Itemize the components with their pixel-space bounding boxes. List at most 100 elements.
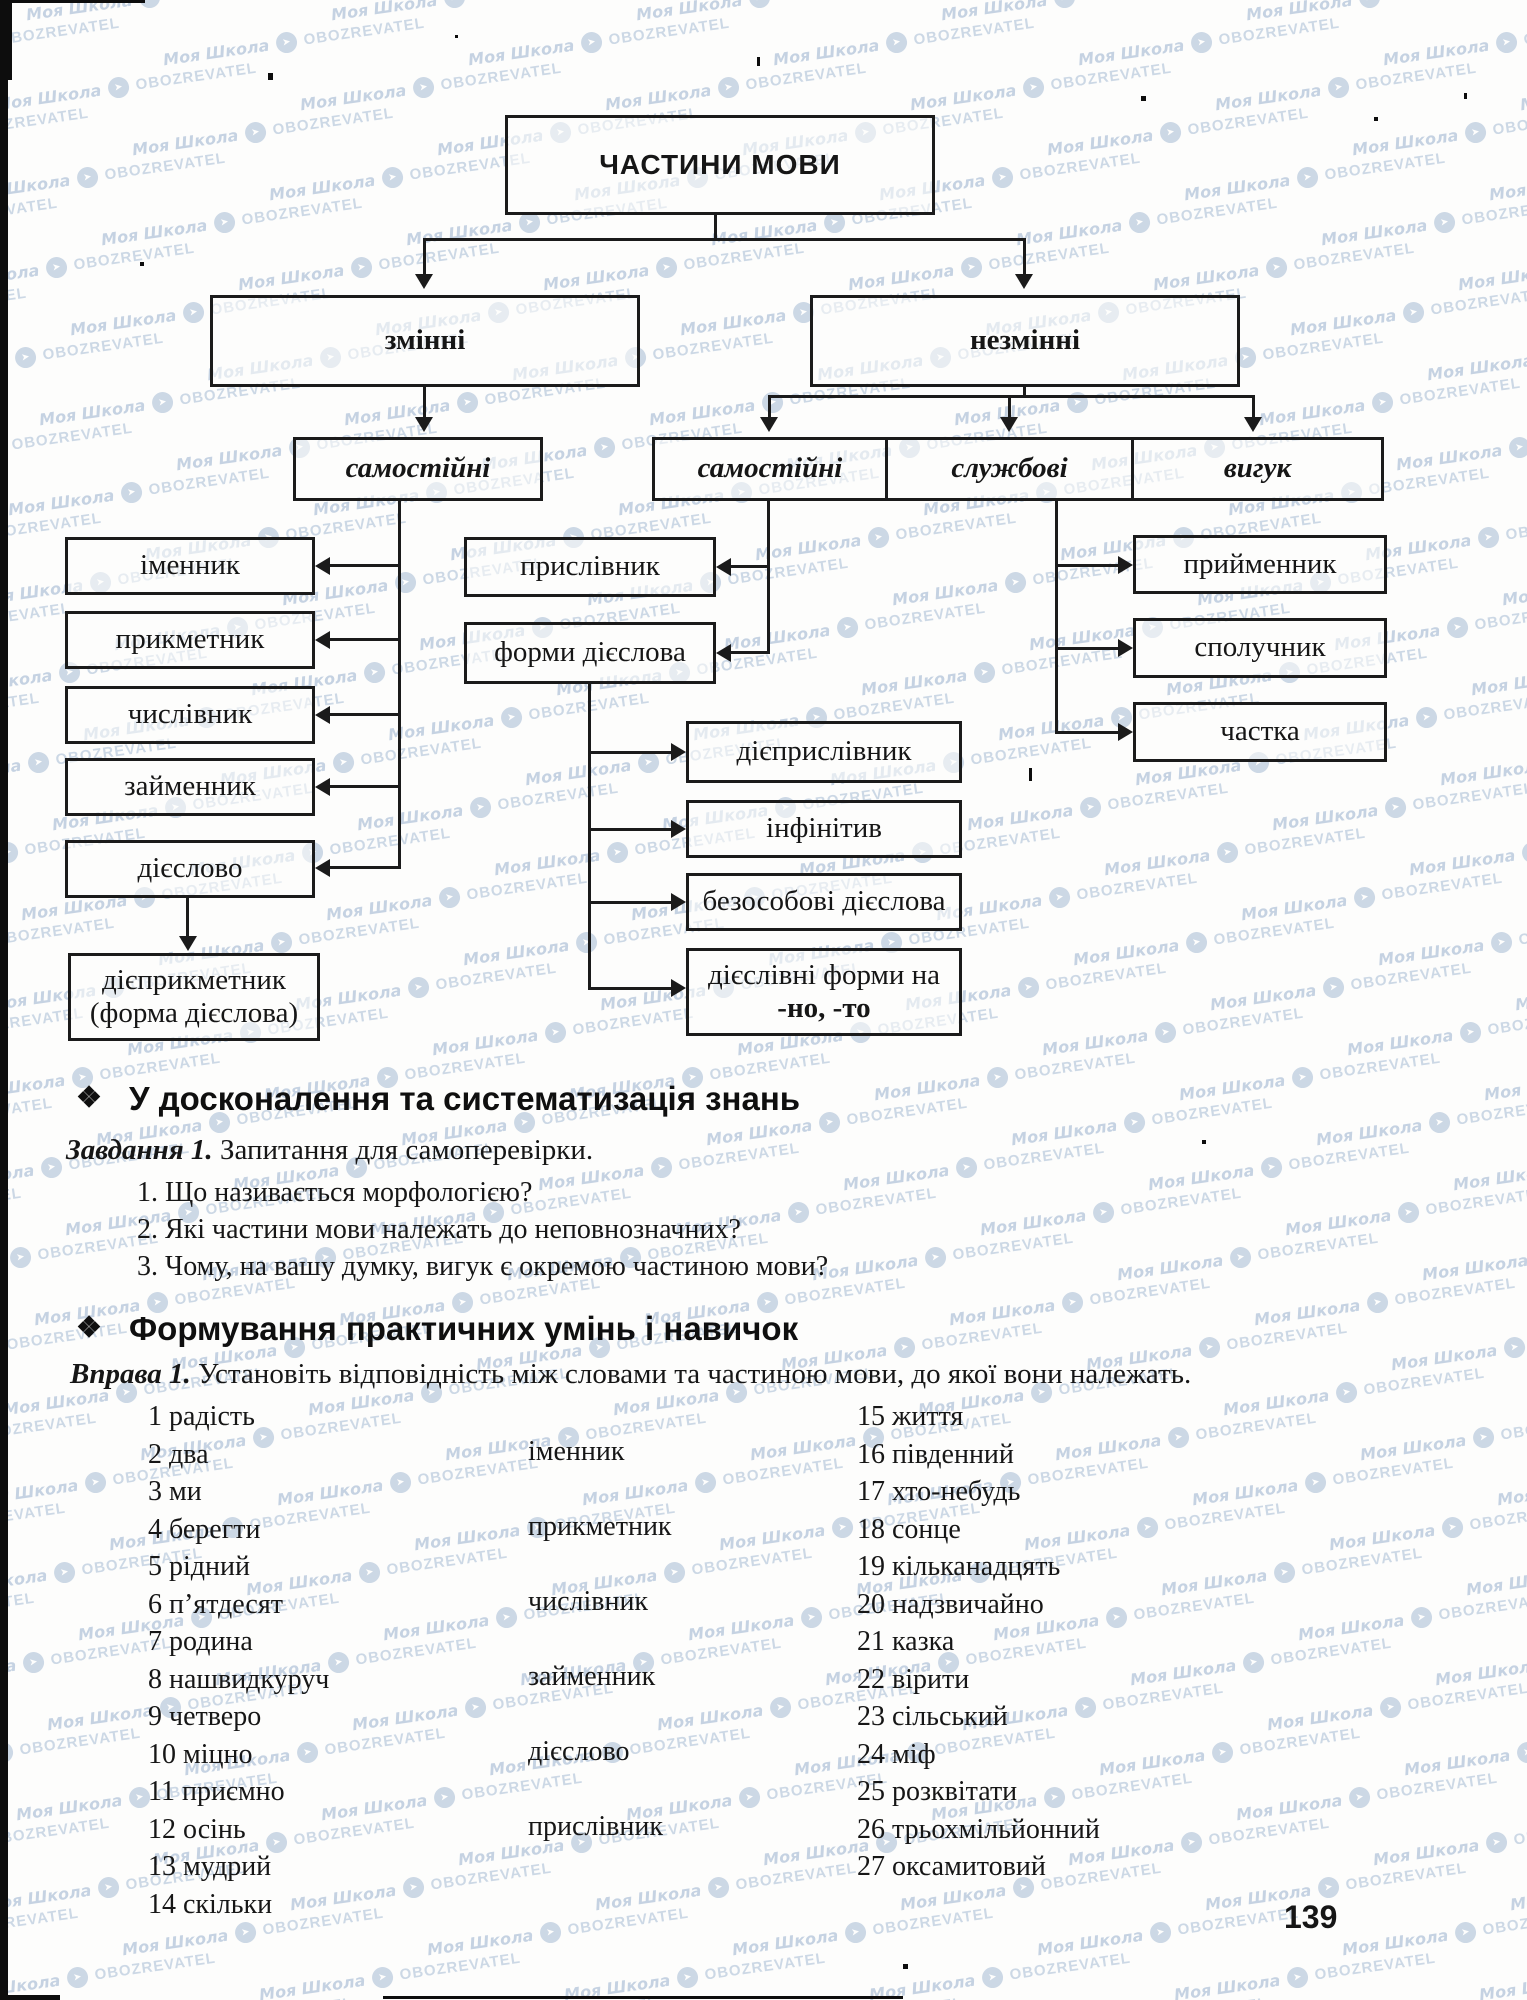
task-label: Завдання 1. <box>66 1134 213 1166</box>
arrowhead <box>1000 417 1018 432</box>
connector <box>186 898 189 936</box>
word-item: 22 вірити <box>857 1663 970 1695</box>
node-label: вигук <box>1223 452 1292 485</box>
node-pryymennyk: прийменник <box>1133 535 1387 594</box>
connector <box>328 713 400 716</box>
node-label: іменник <box>140 549 240 582</box>
arrowhead <box>1118 556 1133 574</box>
scan-edge-bottom <box>383 1996 903 1999</box>
node-label: займенник <box>124 770 256 803</box>
connector <box>328 785 400 788</box>
node-diyeslovo: дієслово <box>65 840 315 898</box>
word-item: 6 п’ятдесят <box>148 1588 283 1620</box>
node-formy-no-to: дієслівні форми на -но, -то <box>686 948 962 1036</box>
connector <box>398 501 401 869</box>
arrowhead <box>315 631 330 649</box>
word-item: 11 приємно <box>148 1776 285 1807</box>
node-label: сполучник <box>1194 631 1326 664</box>
connector <box>1058 731 1118 734</box>
node-label: прислівник <box>520 550 660 583</box>
word-item: 5 рідний <box>148 1551 250 1582</box>
word-item: 24 міф <box>857 1738 936 1770</box>
node-sluzhbovi: службові <box>885 437 1134 501</box>
node-label: дієприслівник <box>736 735 912 768</box>
connector <box>590 828 671 831</box>
word-item: 1 радість <box>148 1401 255 1432</box>
scan-edge-corner <box>0 0 12 80</box>
scan-speck <box>1029 768 1032 781</box>
scan-edge-bottom-left <box>0 1995 60 2000</box>
arrowhead <box>315 706 330 724</box>
node-diyeprykmetnyk: дієприкметник (форма дієслова) <box>68 953 320 1041</box>
connector <box>588 684 591 990</box>
connector <box>423 387 426 417</box>
node-label: прикметник <box>115 623 265 656</box>
question-item: 1. Що називається морфологією? <box>137 1177 533 1208</box>
node-label: безособові дієслова <box>702 885 946 918</box>
node-label: дієприкметник <box>102 963 286 996</box>
node-spoluchnyk: сполучник <box>1133 618 1387 678</box>
word-item: 2 два <box>148 1438 209 1470</box>
question-item: 3. Чому, на вашу думку, вигук є окремою … <box>137 1251 829 1282</box>
node-label: інфінітив <box>766 812 882 845</box>
connector <box>423 238 1026 241</box>
word-item: 13 мудрий <box>148 1851 272 1882</box>
node-infinityv: інфінітив <box>686 800 962 858</box>
connector <box>328 866 400 869</box>
connector <box>714 215 717 241</box>
scan-speck <box>903 1964 908 1969</box>
arrowhead <box>1118 639 1133 657</box>
connector <box>1058 647 1118 650</box>
arrowhead <box>1118 723 1133 741</box>
arrowhead <box>415 417 433 432</box>
word-item: 12 осінь <box>148 1813 246 1845</box>
task-text: Запитання для самоперевірки. <box>212 1134 594 1166</box>
diamond-bullet-icon: ❖ <box>76 1312 102 1344</box>
scan-edge-top <box>0 0 145 3</box>
arrowhead <box>1015 274 1033 289</box>
section-heading-practice: ❖ Формування практичних умінь і навичок <box>76 1310 798 1348</box>
diamond-bullet-icon: ❖ <box>76 1082 102 1114</box>
arrowhead <box>760 417 778 432</box>
scan-speck <box>757 57 760 66</box>
node-chyslivnyk: числівник <box>65 686 315 744</box>
word-item: 19 кільканадцять <box>857 1551 1061 1582</box>
word-item: 9 четверо <box>148 1701 262 1732</box>
question-item: 2. Які частини мови належать до неповноз… <box>137 1214 741 1245</box>
word-item: 17 хто-небудь <box>857 1476 1021 1507</box>
arrowhead <box>1244 417 1262 432</box>
task-text: Установіть відповідність між словами та … <box>190 1358 1192 1390</box>
scan-edge-left <box>0 0 8 2000</box>
node-label: незмінні <box>969 324 1081 357</box>
node-chastka: частка <box>1133 702 1387 762</box>
word-item: 3 ми <box>148 1476 202 1507</box>
scan-speck <box>1141 96 1146 101</box>
connector <box>590 901 671 904</box>
pos-item: займенник <box>528 1660 656 1692</box>
scan-speck <box>1374 117 1378 121</box>
connector <box>1055 501 1058 734</box>
node-label: частка <box>1220 715 1300 748</box>
node-label: -но, -то <box>777 992 871 1024</box>
self-check-questions: 1. Що називається морфологією? 2. Які час… <box>137 1174 828 1285</box>
node-label: дієслово <box>137 852 243 885</box>
arrowhead <box>415 274 433 289</box>
word-item: 21 казка <box>857 1626 955 1657</box>
connector <box>328 564 400 567</box>
word-item: 7 родина <box>148 1626 253 1657</box>
arrowhead <box>716 558 731 576</box>
scan-speck <box>1202 1140 1206 1144</box>
word-item: 20 надзвичайно <box>857 1588 1044 1620</box>
section-title: Формування практичних умінь і навичок <box>129 1310 799 1347</box>
node-vyhuk: вигук <box>1131 437 1384 501</box>
node-label: змінні <box>384 324 466 357</box>
connector <box>1008 395 1011 419</box>
arrowhead <box>315 859 330 877</box>
connector <box>328 638 400 641</box>
arrowhead <box>671 979 686 997</box>
word-item: 10 міцно <box>148 1738 253 1770</box>
